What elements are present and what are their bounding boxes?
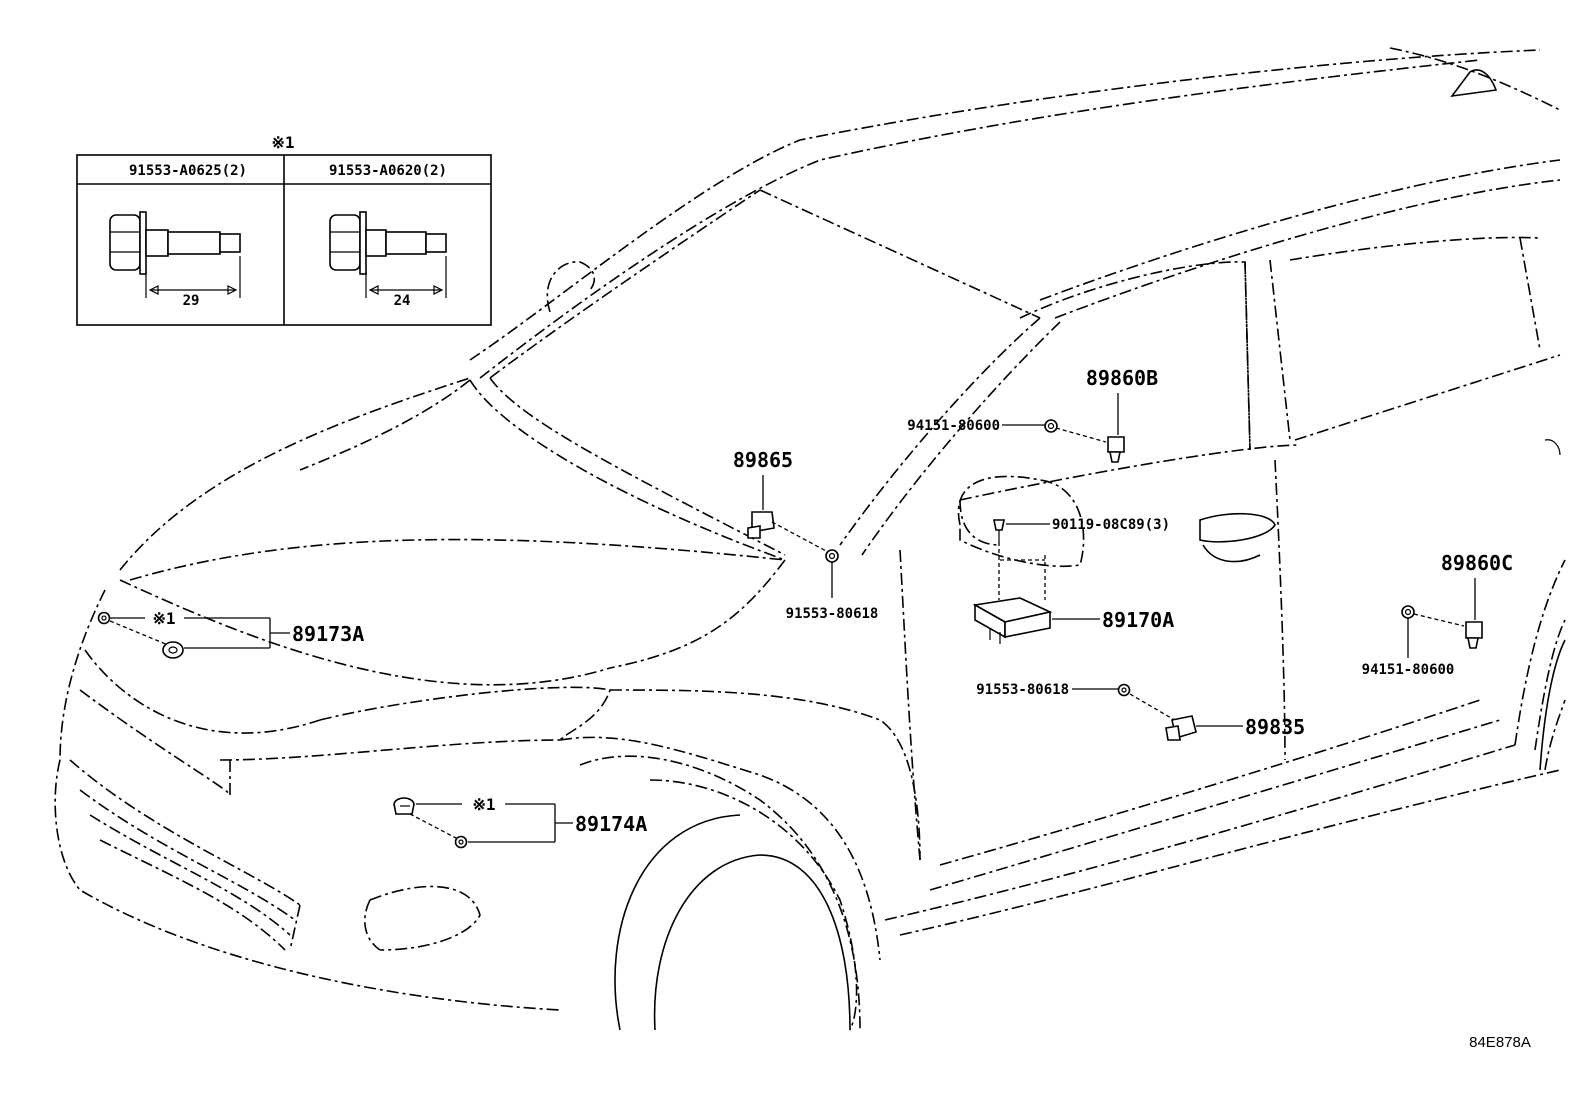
bolt-icon	[825, 549, 839, 563]
part-89860c-label: 89860C	[1441, 551, 1513, 575]
bolt-icon	[454, 835, 468, 849]
part-89860b-label: 89860B	[1086, 366, 1158, 390]
part-89173a-marker: ※1	[152, 609, 175, 628]
part-90119-08c89-label: 90119-08C89(3)	[1052, 517, 1170, 533]
front-airbag-sensor-icon	[747, 511, 775, 539]
front-impact-sensor-icon	[162, 641, 184, 659]
callout-89860b-group: 89860B 94151-80600	[907, 366, 1158, 463]
part-91553-80618-cowl-label: 91553-80618	[786, 606, 879, 622]
inset-part-number-2: 91553-A0620(2)	[329, 163, 447, 179]
callout-89865-group: 89865 91553-80618	[733, 448, 878, 622]
part-91553-80618-door-label: 91553-80618	[976, 682, 1069, 698]
inset-dimension-2: 24	[394, 293, 411, 309]
part-89174a-label: 89174A	[575, 812, 647, 836]
bolt-icon	[97, 611, 111, 625]
door-airbag-sensor-icon	[1165, 715, 1197, 741]
bolt-icon	[109, 211, 241, 298]
inset-part-number-1: 91553-A0625(2)	[129, 163, 247, 179]
part-94151-80600-upper-label: 94151-80600	[907, 418, 1000, 434]
inset-marker: ※1	[271, 133, 294, 152]
callout-89835-group: 91553-80618 89835	[976, 682, 1305, 741]
airbag-control-module-icon	[972, 597, 1053, 644]
part-89174a-marker: ※1	[472, 795, 495, 814]
part-89865-label: 89865	[733, 448, 793, 472]
side-airbag-sensor-icon	[1107, 436, 1125, 463]
nut-icon	[1401, 605, 1415, 619]
callout-89174a-group: ※1 89174A	[393, 795, 647, 849]
part-94151-80600-lower-label: 94151-80600	[1362, 662, 1455, 678]
rear-airbag-sensor-icon	[1465, 621, 1483, 649]
part-89835-label: 89835	[1245, 715, 1305, 739]
vehicle-outline	[54, 47, 1566, 1031]
screw-icon	[993, 519, 1005, 542]
callout-89170a-group: 90119-08C89(3) 89170A	[972, 517, 1174, 644]
inset-dimension-1: 29	[183, 293, 200, 309]
nut-icon	[1044, 419, 1058, 433]
bolt-spec-inset: ※1 91553-A0625(2) 91553-A0620(2) 29	[76, 133, 492, 326]
bolt-icon	[329, 211, 447, 298]
front-impact-sensor-icon	[393, 797, 415, 815]
part-89170a-label: 89170A	[1102, 608, 1174, 632]
callout-89860c-group: 89860C 94151-80600	[1362, 551, 1513, 678]
figure-code: 84E878A	[1469, 1034, 1531, 1051]
bolt-icon	[1117, 683, 1131, 697]
part-89173a-label: 89173A	[292, 622, 364, 646]
callout-89173a-group: ※1 89173A	[97, 609, 364, 659]
